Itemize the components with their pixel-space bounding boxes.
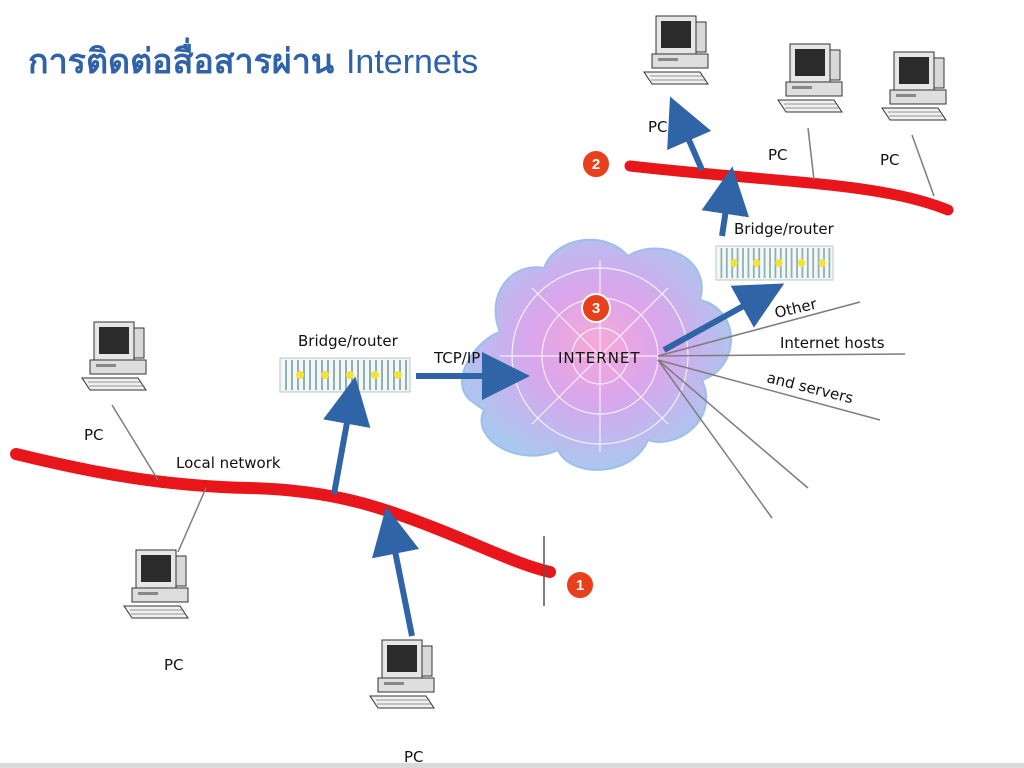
label-local-bridge-router: Bridge/router: [298, 332, 399, 350]
title-latin: Internets: [345, 43, 479, 81]
internet-cloud: [461, 238, 732, 471]
label-internet: INTERNET: [558, 349, 641, 367]
pc-bottom: [369, 639, 435, 709]
badge-2: 2: [581, 149, 611, 179]
host-lines: [657, 301, 906, 519]
label-other: Other: [773, 295, 819, 322]
label-pc-remote-2: PC: [768, 146, 788, 164]
label-remote-bridge-router: Bridge/router: [734, 220, 835, 238]
pc-left-bottom: [123, 549, 189, 619]
pc-left-top: [81, 321, 147, 391]
pc-cables: [111, 127, 935, 553]
slide-footer-strip: [0, 763, 1024, 768]
badge-1: 1: [565, 570, 595, 600]
label-local-network: Local network: [176, 454, 281, 472]
badge-2-text: 2: [592, 156, 600, 173]
badge-3: 3: [581, 293, 611, 323]
pc-remote-2: [777, 43, 843, 113]
remote-network-cable: [624, 160, 954, 216]
data-flow-arrows: [323, 96, 785, 637]
label-tcp-ip: TCP/IP: [433, 349, 480, 367]
page-title: การติดต่อสื่อสารผ่าน Internets: [28, 34, 478, 88]
label-pc-bottom: PC: [404, 748, 424, 766]
local-network-cable: [10, 448, 556, 578]
title-thai: การติดต่อสื่อสารผ่าน: [28, 42, 335, 82]
label-pc-left-top: PC: [84, 426, 104, 444]
badge-1-text: 1: [576, 577, 584, 594]
label-pc-left-bottom: PC: [164, 656, 184, 674]
badge-3-text: 3: [592, 300, 600, 317]
label-pc-remote-1: PC: [648, 118, 668, 136]
remote-bridge-router: [715, 245, 834, 281]
pc-remote-1: [643, 15, 709, 85]
label-internet-hosts: Internet hosts: [780, 334, 885, 352]
pc-remote-3: [881, 51, 947, 121]
label-pc-remote-3: PC: [880, 151, 900, 169]
local-bridge-router: [279, 357, 411, 393]
